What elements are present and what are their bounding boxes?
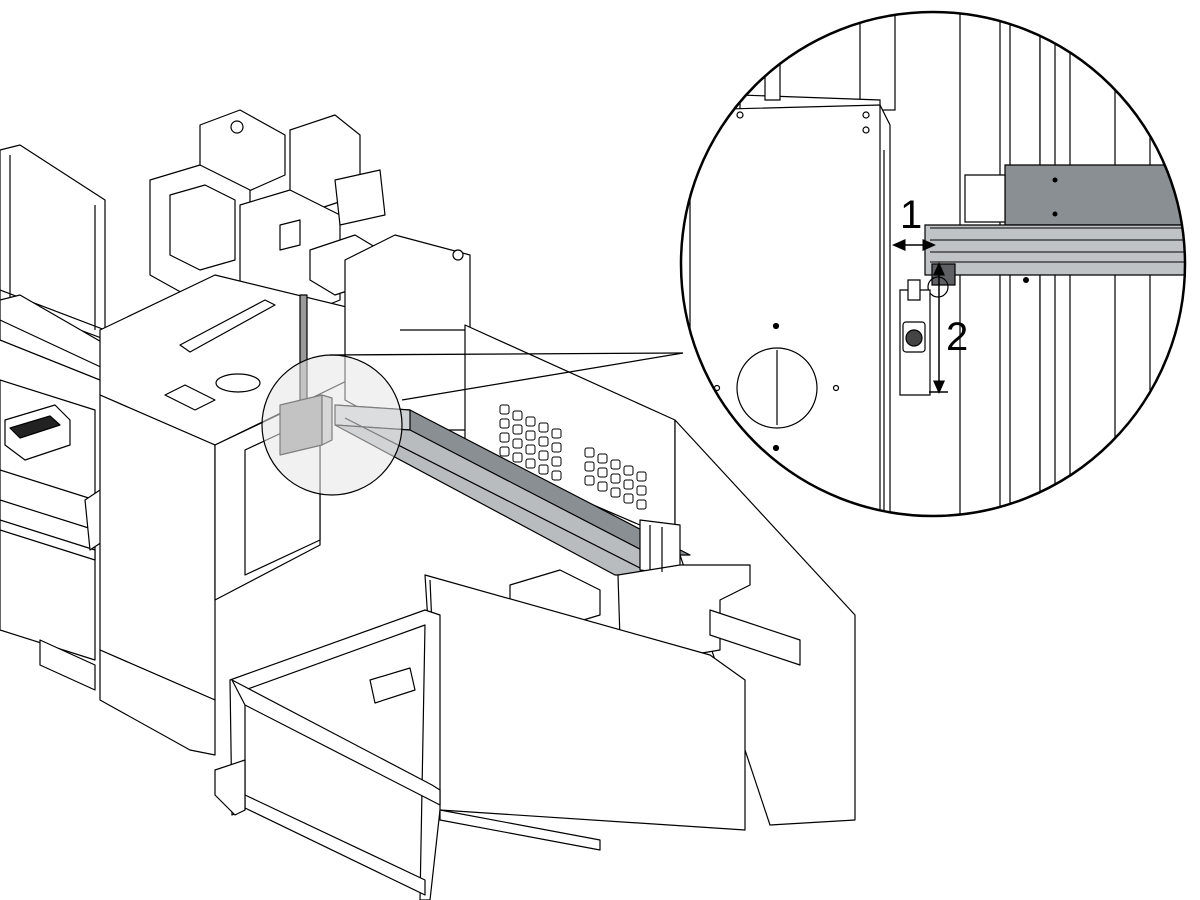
detail-zoom-circle [679, 10, 1187, 518]
vent-holes [499, 404, 647, 510]
magnifier-circle [261, 354, 403, 496]
table-frame [214, 609, 601, 900]
dimension-arrow-vertical [929, 262, 948, 394]
callout-label-2: 2 [946, 315, 968, 359]
zoom-leader-lines [329, 352, 684, 401]
callout-label-1: 1 [900, 193, 922, 237]
